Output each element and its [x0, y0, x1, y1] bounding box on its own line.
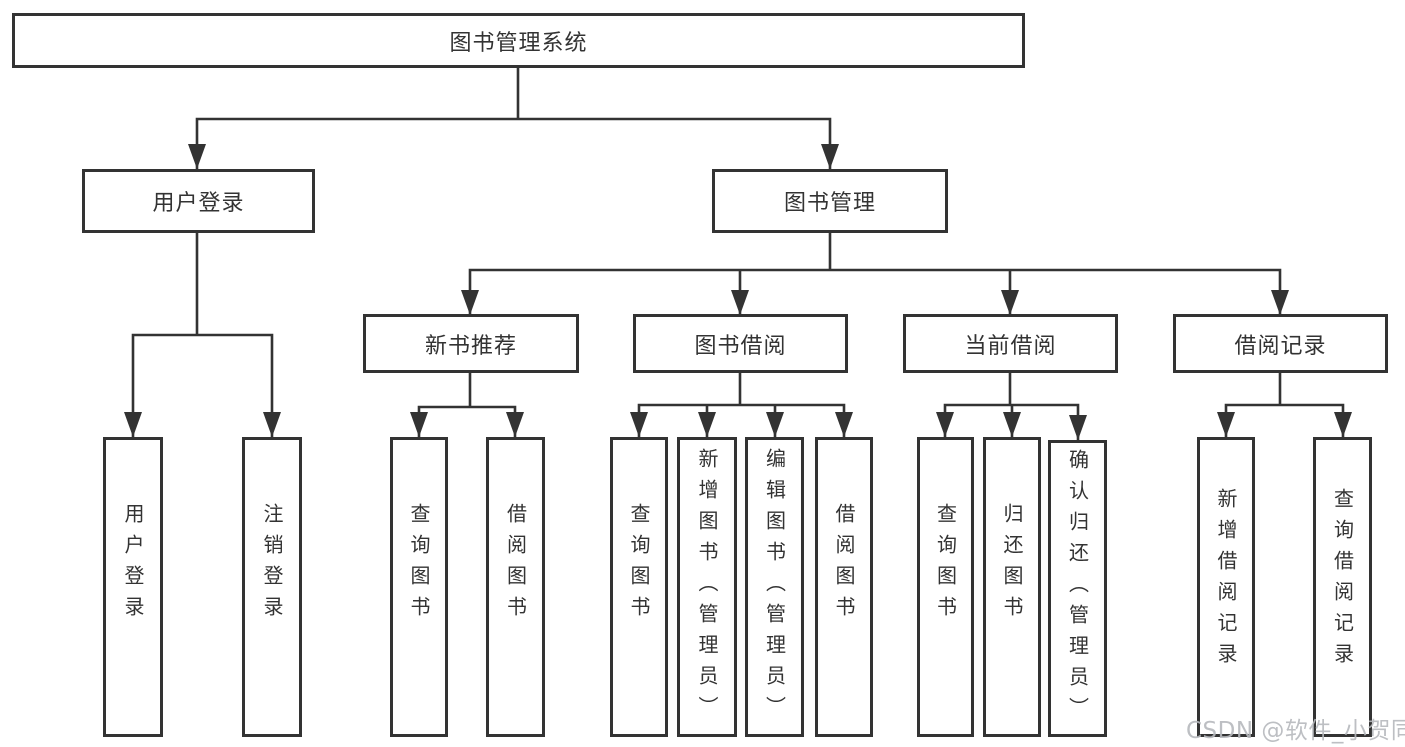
node-borrow-records: 借阅记录	[1173, 314, 1388, 373]
node-user-login: 用户登录	[82, 169, 315, 233]
connector-borrow-records-to-leaves	[1224, 372, 1345, 437]
connector-user-login-to-leaves	[131, 232, 274, 437]
node-library-system-label: 图书管理系统	[449, 30, 588, 56]
leaf-bb-query-books: 查询图书	[610, 437, 668, 737]
leaf-user-login-label: 用户登录	[121, 503, 145, 627]
arrowheads	[124, 144, 1352, 440]
leaf-bb-query-books-label: 查询图书	[627, 503, 651, 627]
node-library-system: 图书管理系统	[12, 13, 1025, 68]
node-book-borrowing-label: 图书借阅	[694, 333, 787, 359]
node-current-borrowing-label: 当前借阅	[964, 333, 1057, 359]
leaf-cb-query-books-label: 查询图书	[933, 503, 958, 627]
leaf-bb-borrow-books: 借阅图书	[815, 437, 873, 737]
connector-new-book-to-leaves	[417, 372, 517, 437]
leaf-cb-return-books: 归还图书	[983, 437, 1041, 737]
csdn-watermark: CSDN @软件_小贺同学	[1186, 718, 1405, 744]
leaf-br-query-record: 查询借阅记录	[1313, 437, 1372, 737]
leaf-nb-query-books: 查询图书	[390, 437, 448, 737]
leaf-bb-borrow-books-label: 借阅图书	[832, 503, 856, 627]
leaf-logout-label: 注销登录	[260, 503, 284, 627]
connector-root-to-level2	[195, 68, 832, 169]
leaf-br-query-record-label: 查询借阅记录	[1330, 488, 1355, 674]
leaf-bb-add-books-admin-label: 新增图书（管理员）	[695, 447, 719, 727]
node-new-book-recommend: 新书推荐	[363, 314, 579, 373]
connector-book-borrowing-to-leaves	[637, 372, 846, 437]
leaf-nb-borrow-books: 借阅图书	[486, 437, 545, 737]
leaf-bb-edit-books-admin-label: 编辑图书（管理员）	[762, 447, 787, 727]
leaf-user-login: 用户登录	[103, 437, 163, 737]
leaf-cb-confirm-return-admin-label: 确认归还（管理员）	[1065, 449, 1090, 728]
node-current-borrowing: 当前借阅	[903, 314, 1118, 373]
node-book-management: 图书管理	[712, 169, 948, 233]
leaf-bb-edit-books-admin: 编辑图书（管理员）	[745, 437, 804, 737]
connector-book-management-to-level3	[468, 232, 1282, 315]
leaf-nb-query-books-label: 查询图书	[407, 503, 431, 627]
leaf-nb-borrow-books-label: 借阅图书	[503, 503, 528, 627]
leaf-logout: 注销登录	[242, 437, 302, 737]
leaf-cb-return-books-label: 归还图书	[1000, 503, 1024, 627]
node-book-management-label: 图书管理	[783, 191, 876, 216]
node-book-borrowing: 图书借阅	[633, 314, 848, 373]
leaf-cb-query-books: 查询图书	[917, 437, 974, 737]
leaf-br-add-record-label: 新增借阅记录	[1214, 488, 1238, 674]
leaf-bb-add-books-admin: 新增图书（管理员）	[677, 437, 737, 737]
node-borrow-records-label: 借阅记录	[1234, 333, 1327, 359]
node-user-login-label: 用户登录	[152, 191, 245, 216]
node-new-book-recommend-label: 新书推荐	[424, 333, 517, 359]
leaf-br-add-record: 新增借阅记录	[1197, 437, 1255, 737]
leaf-cb-confirm-return-admin: 确认归还（管理员）	[1048, 440, 1107, 737]
